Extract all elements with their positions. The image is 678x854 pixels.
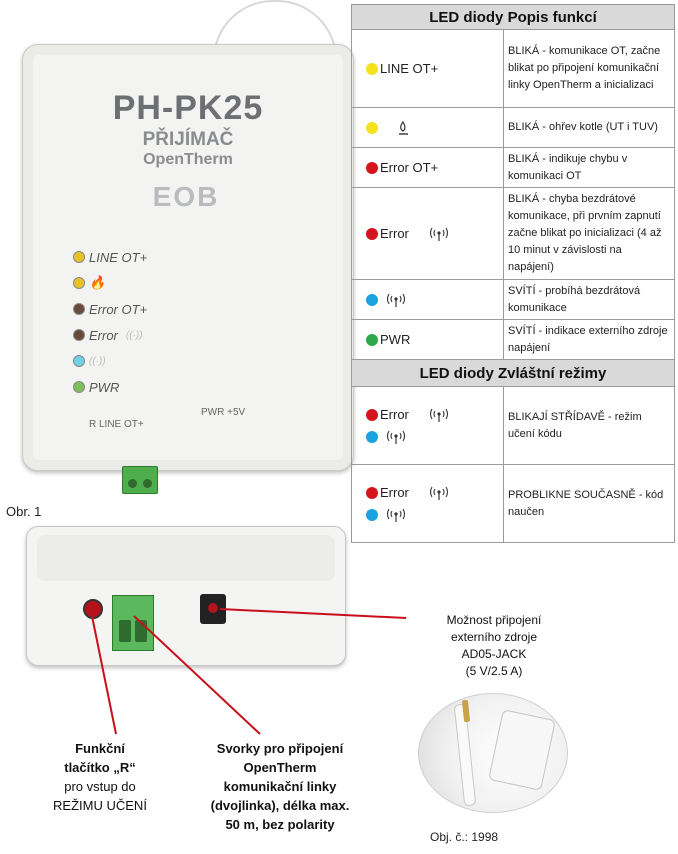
receiver-device-front-view [26,526,346,666]
button-label-line: Funkční [75,741,125,756]
led-name: Error [380,485,409,500]
table-row: Error BLIKAJÍ STŘÍDAVĚ - režim učení kód… [351,386,675,465]
antenna-icon [429,227,448,241]
terminals-label-line: komunikační linky [223,779,337,794]
pointer-line-power [219,608,407,619]
led-yellow-icon [73,277,85,289]
device-led-label: Error [89,327,118,343]
led-name: PWR [380,332,411,347]
figure-caption: Obr. 1 [6,504,42,519]
terminals-label: Svorky pro připojení OpenTherm komunikač… [176,739,384,834]
device-led-error: Error ((·)) [73,325,143,345]
led-name: Error [380,226,409,241]
blue-dot-icon [366,293,378,306]
pointer-line-terminals [133,615,261,735]
led-description: BLIKÁ - indikuje chybu v komunikaci OT [503,147,675,188]
adapter-box [488,709,556,791]
red-dot-icon [366,486,378,499]
flame-icon: 🔥 [89,275,106,290]
flame-icon [399,120,408,135]
power-label-line: Možnost připojení [446,613,542,627]
receiver-device-top-view: PH-PK25 PŘIJÍMAČ OpenTherm EOB LINE OT+ … [22,44,354,471]
button-label-line: tlačítko „R“ [64,760,136,775]
terminals-label-line: OpenTherm [243,760,317,775]
device-lid [37,535,335,581]
device-led-line-ot: LINE OT+ [73,247,147,267]
terminals-label-line: (dvojlinka), délka max. [210,798,350,813]
device-model: PH-PK25 [112,89,264,127]
table-row: LINE OT+ BLIKÁ - komunikace OT, začne bl… [351,29,675,108]
antenna-icon [429,486,448,500]
led-green-icon [73,381,85,393]
order-number: Obj. č.: 1998 [430,830,499,844]
antenna-icon [386,293,406,307]
device-footer-right: PWR +5V [201,407,246,418]
blue-dot-icon [366,509,378,521]
terminal-block-top [122,466,158,494]
table-row: PWR SVÍTÍ - indikace externího zdroje na… [351,319,675,360]
led-red-icon [73,303,85,315]
device-led-flame: 🔥 [73,273,105,293]
table-header: LED diody Zvláštní režimy [351,359,675,387]
table-header: LED diody Popis funkcí [351,4,675,30]
led-description-table: LED diody Popis funkcí LINE OT+ BLIKÁ - … [351,4,675,543]
table-row: Error PROBLIKNE SOUČASNĚ - kód naučen [351,464,675,543]
power-label: Možnost připojení externího zdroje AD05-… [404,612,584,680]
led-description: BLIKÁ - ohřev kotle (UT i TUV) [503,107,675,148]
led-red-icon [73,329,85,341]
eob-logo: EOB [152,181,220,212]
antenna-icon [429,408,448,422]
led-description: BLIKAJÍ STŘÍDAVĚ - režim učení kódu [503,386,675,465]
power-adapter-image [418,693,568,813]
led-name: LINE OT+ [380,61,439,76]
device-led-label: PWR [89,379,120,395]
device-subtitle: PŘIJÍMAČ [142,129,234,150]
device-led-label: Error OT+ [89,301,148,317]
led-description: SVÍTÍ - probíhá bezdrátová komunikace [503,279,675,320]
device-footer-left: R LINE OT+ [89,419,144,430]
green-dot-icon [366,333,378,346]
device-protocol: OpenTherm [143,151,233,168]
table-row: Error OT+ BLIKÁ - indikuje chybu v komun… [351,147,675,188]
led-name: Error OT+ [380,160,439,175]
antenna-icon: ((·)) [125,329,143,341]
table-row: SVÍTÍ - probíhá bezdrátová komunikace [351,279,675,320]
blue-dot-icon [366,431,378,443]
led-description: SVÍTÍ - indikace externího zdroje napáje… [503,319,675,360]
yellow-dot-icon [366,62,378,75]
table-row: BLIKÁ - ohřev kotle (UT i TUV) [351,107,675,148]
power-label-line: AD05-JACK [461,647,527,661]
pointer-line-button [91,615,117,735]
device-led-label: LINE OT+ [89,249,148,265]
red-dot-icon [366,227,378,240]
device-led-pwr: PWR [73,377,119,397]
led-description: BLIKÁ - komunikace OT, začne blikat po p… [503,29,675,108]
button-label-line: pro vstup do [64,779,136,794]
terminals-label-line: 50 m, bez polarity [225,817,335,832]
antenna-icon [386,508,406,522]
table-row: Error BLIKÁ - chyba bezdrátové komunikac… [351,187,675,280]
power-label-line: externího zdroje [450,630,538,644]
antenna-icon: ((·)) [89,355,106,367]
yellow-dot-icon [366,121,378,134]
red-dot-icon [366,161,378,174]
device-led-wireless: ((·)) [73,351,106,371]
led-yellow-icon [73,251,85,263]
red-dot-icon [366,408,378,421]
led-blue-icon [73,355,85,367]
button-label: Funkční tlačítko „R“ pro vstup do REŽIMU… [14,739,186,815]
device-led-error-ot: Error OT+ [73,299,147,319]
led-description: PROBLIKNE SOUČASNĚ - kód naučen [503,464,675,543]
antenna-icon [386,430,406,444]
power-label-line: (5 V/2.5 A) [465,664,523,678]
terminal-slot [119,620,131,642]
button-label-line: REŽIMU UČENÍ [53,798,147,813]
adapter-plug [461,699,471,723]
led-name: Error [380,407,409,422]
terminals-label-line: Svorky pro připojení [216,741,344,756]
terminal-block-front [112,595,154,651]
led-description: BLIKÁ - chyba bezdrátové komunikace, při… [503,187,675,280]
